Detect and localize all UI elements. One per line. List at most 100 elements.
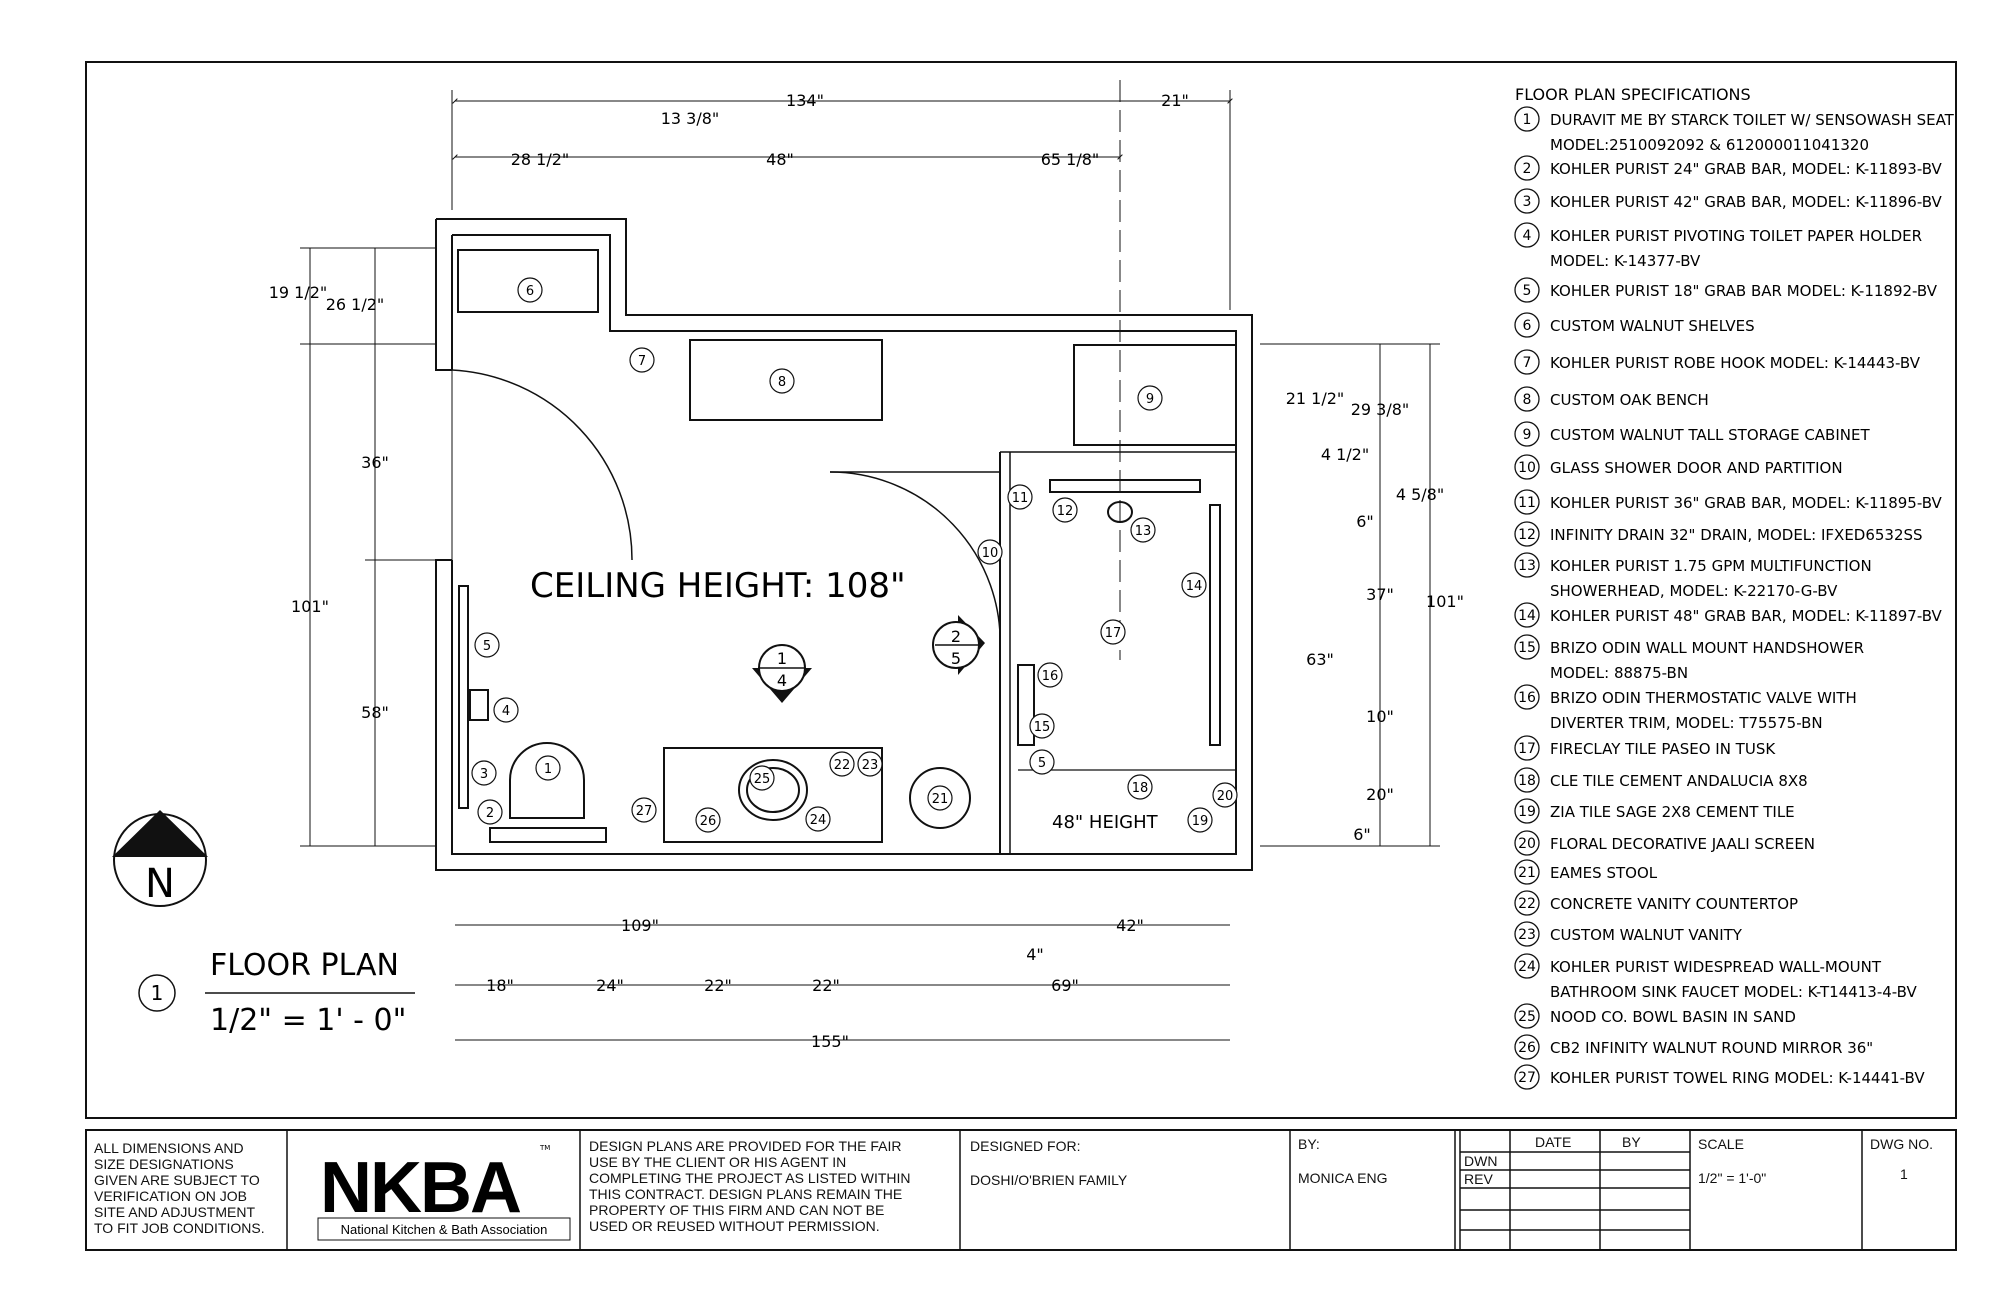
spec-number: 17 — [1518, 741, 1536, 757]
plan-tag: 24 — [810, 813, 827, 828]
height-note: 48" HEIGHT — [1052, 812, 1159, 833]
plan-tag: 21 — [932, 792, 949, 807]
plan-tag: 6 — [526, 284, 534, 299]
spec-number-circle — [1514, 890, 1540, 916]
plan-tag-circle — [1137, 385, 1163, 411]
plan-number-circle — [138, 974, 176, 1012]
spec-number: 24 — [1518, 959, 1536, 975]
plan-tag-circle — [1100, 619, 1126, 645]
spec-line: GLASS SHOWER DOOR AND PARTITION — [1550, 459, 1843, 477]
plan-tag-circle — [477, 799, 503, 825]
spec-line: KOHLER PURIST ROBE HOOK MODEL: K-14443-B… — [1550, 354, 1921, 372]
dwg-no-label: DWG NO. — [1870, 1136, 1933, 1152]
plan-tag-circle — [535, 755, 561, 781]
dim-left-d: 58" — [361, 703, 389, 722]
plan-tag-circle — [1029, 749, 1055, 775]
spec-number: 14 — [1518, 608, 1536, 624]
section-marker-icon — [932, 615, 985, 675]
plan-tag: 4 — [502, 704, 510, 719]
spec-number: 12 — [1518, 527, 1536, 543]
spec-number: 22 — [1518, 896, 1536, 912]
dim-top-b: 48" — [766, 150, 794, 169]
disclaimer-line: ALL DIMENSIONS AND — [94, 1140, 244, 1156]
dim-top-right: 21" — [1161, 91, 1189, 110]
dim-right-h: 10" — [1366, 707, 1394, 726]
spec-number-circle — [1514, 521, 1540, 547]
section-marker-top: 1 — [777, 649, 787, 668]
designed-for-label: DESIGNED FOR: — [970, 1138, 1081, 1154]
plan-tag: 17 — [1105, 626, 1122, 641]
spec-line: SHOWERHEAD, MODEL: K-22170-G-BV — [1550, 582, 1838, 600]
spec-number: 5 — [1523, 283, 1532, 299]
spec-number-circle — [1514, 921, 1540, 947]
spec-number: 6 — [1523, 318, 1532, 334]
plan-tag: 2 — [486, 806, 494, 821]
section-marker-icon — [752, 644, 812, 703]
dim-right-b: 29 3/8" — [1351, 400, 1410, 419]
spec-number-circle — [1514, 489, 1540, 515]
spec-line: CUSTOM WALNUT TALL STORAGE CABINET — [1550, 426, 1870, 444]
spec-line: CLE TILE CEMENT ANDALUCIA 8X8 — [1550, 772, 1808, 790]
spec-line: KOHLER PURIST 24" GRAB BAR, MODEL: K-118… — [1550, 160, 1943, 178]
plan-tag: 10 — [982, 546, 999, 561]
dim-bottom-h: 69" — [1051, 976, 1079, 995]
spec-line: MODEL: K-14377-BV — [1550, 252, 1701, 270]
plan-tag: 5 — [1038, 756, 1046, 771]
ceiling-height-label: CEILING HEIGHT: 108" — [530, 566, 906, 606]
scale-value: 1/2" = 1'-0" — [1698, 1170, 1767, 1186]
plan-tag: 25 — [754, 772, 771, 787]
plan-tag-circle — [695, 807, 721, 833]
plan-tag: 16 — [1042, 669, 1059, 684]
section-marker-bottom: 4 — [777, 671, 787, 690]
dwg-no-value: 1 — [1900, 1166, 1908, 1182]
designed-for-value: DOSHI/O'BRIEN FAMILY — [970, 1172, 1128, 1188]
plan-tag: 14 — [1186, 579, 1203, 594]
spec-number-circle — [1514, 830, 1540, 856]
spec-number: 7 — [1523, 355, 1532, 371]
spec-number: 10 — [1518, 460, 1536, 476]
plan-tag: 18 — [1132, 781, 1149, 796]
scale-label: SCALE — [1698, 1136, 1744, 1152]
dim-right-f: 37" — [1366, 585, 1394, 604]
title-block-grid — [286, 1130, 1863, 1250]
plan-tag: 23 — [862, 758, 879, 773]
spec-number-circle — [1514, 735, 1540, 761]
nkba-logo: NKBA — [320, 1148, 521, 1228]
spec-number: 13 — [1518, 558, 1536, 574]
spec-number: 11 — [1518, 495, 1536, 511]
spec-number: 18 — [1518, 773, 1536, 789]
plan-tag: 7 — [638, 354, 646, 369]
plan-tag-circle — [1127, 774, 1153, 800]
spec-line: EAMES STOOL — [1550, 864, 1658, 882]
plan-tag: 9 — [1146, 392, 1154, 407]
plan-tag-circle — [927, 785, 953, 811]
spec-line: MODEL:2510092092 & 612000011041320 — [1550, 136, 1869, 154]
plan-scale: 1/2" = 1' - 0" — [210, 1003, 406, 1038]
plan-tag: 27 — [636, 804, 653, 819]
dim-bottom-d: 18" — [486, 976, 514, 995]
dim-right-overall: 101" — [1426, 592, 1464, 611]
dim-right-e: 6" — [1356, 512, 1374, 531]
plan-tag: 13 — [1135, 524, 1152, 539]
plan-tag-circle — [749, 765, 775, 791]
plan-title: FLOOR PLAN — [210, 948, 399, 983]
spec-number-circle — [1514, 798, 1540, 824]
spec-number: 20 — [1518, 836, 1536, 852]
nkba-logo-tagline-box — [317, 1217, 571, 1241]
dimension-lines — [300, 80, 1440, 1041]
by-value: MONICA ENG — [1298, 1170, 1388, 1186]
spec-number-circle — [1514, 421, 1540, 447]
spec-line: DURAVIT ME BY STARCK TOILET W/ SENSOWASH… — [1550, 111, 1955, 129]
spec-number: 9 — [1523, 427, 1532, 443]
plan-tag: 20 — [1217, 789, 1234, 804]
dim-right-j: 6" — [1353, 825, 1371, 844]
spec-number-circle — [1514, 312, 1540, 338]
spec-line: KOHLER PURIST 48" GRAB BAR, MODEL: K-118… — [1550, 607, 1943, 625]
disclaimer-line: SIZE DESIGNATIONS — [94, 1156, 234, 1172]
by-label: BY: — [1298, 1136, 1320, 1152]
spec-line: NOOD CO. BOWL BASIN IN SAND — [1550, 1008, 1796, 1026]
plan-tag-circle — [977, 539, 1003, 565]
plan-tag: 11 — [1012, 491, 1029, 506]
dim-bottom-b: 42" — [1116, 916, 1144, 935]
spec-number: 19 — [1518, 804, 1536, 820]
